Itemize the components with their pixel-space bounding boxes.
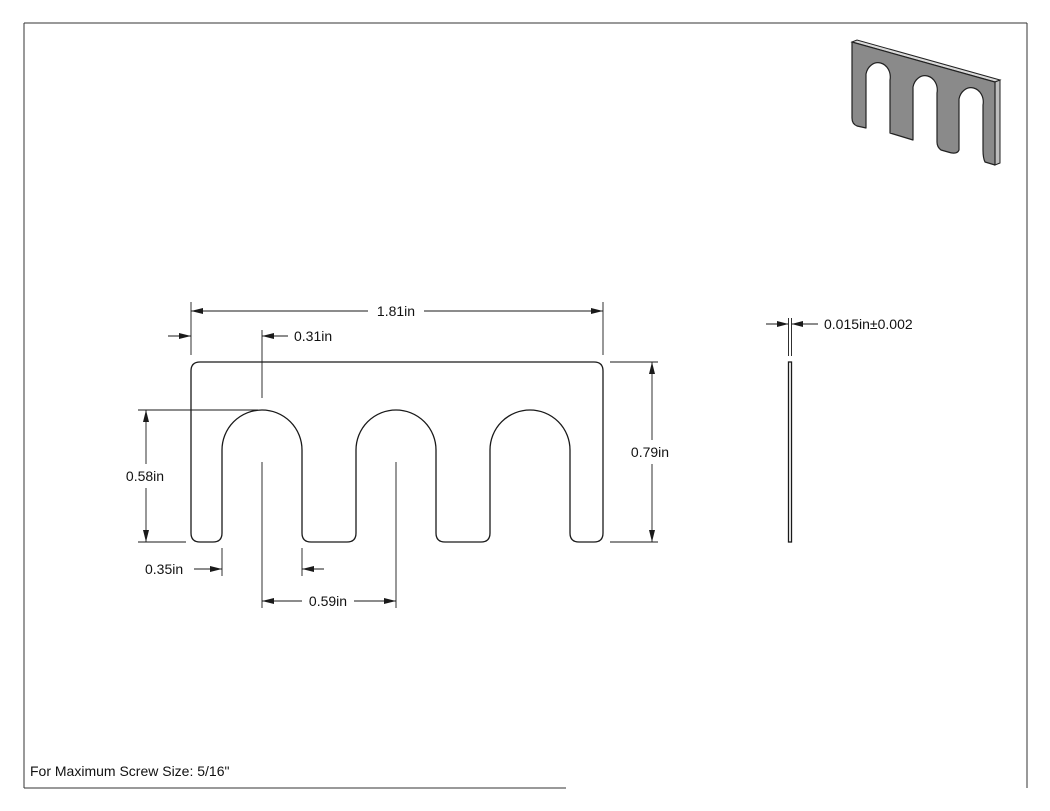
dim-edge-to-slot: 0.35in [145,548,324,577]
dim-overall-length-label: 1.81in [377,303,415,319]
dim-slot-pitch-label: 0.59in [309,593,347,609]
part-side-view [787,361,793,543]
dim-overall-height: 0.79in [610,361,669,543]
iso-right-edge [994,79,1001,166]
dim-overall-length: 1.81in [190,302,604,355]
dim-thickness-label: 0.015in±0.002 [824,316,913,332]
dim-slot-width-label: 0.31in [294,328,332,344]
iso-front-face [851,41,996,166]
sheet-border [23,22,1028,789]
isometric-view [850,39,1002,166]
part-front-view [190,361,604,543]
dim-slot-width: 0.31in [168,328,332,398]
screw-size-note: For Maximum Screw Size: 5/16" [30,763,229,779]
dim-slot-depth-label: 0.58in [126,468,164,484]
dim-edge-to-slot-label: 0.35in [145,561,183,577]
dim-thickness: 0.015in±0.002 [766,316,913,356]
dim-overall-height-label: 0.79in [631,444,669,460]
dim-slot-pitch: 0.59in [261,462,397,609]
dim-slot-depth: 0.58in [126,409,258,543]
